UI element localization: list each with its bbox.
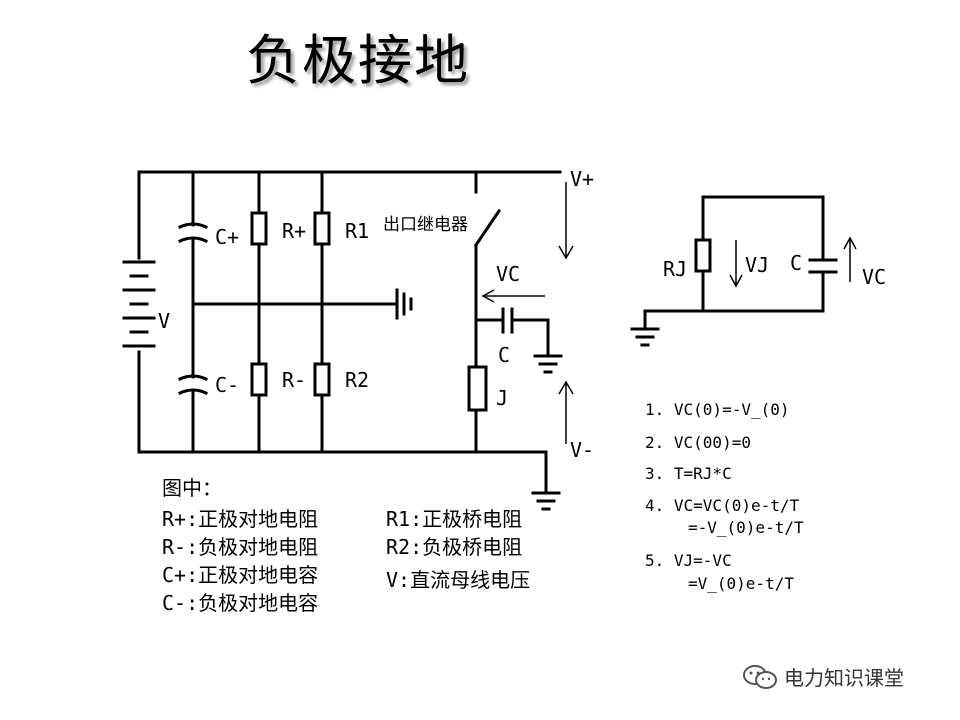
legend-item: R1:正极桥电阻 [386, 507, 522, 531]
bus-ground-icon [531, 491, 561, 511]
cplus-plate-top [178, 222, 208, 229]
vplus-arrow [558, 182, 574, 260]
rj-resistor [694, 238, 712, 273]
page-title: 负极接地 [246, 29, 470, 92]
battery-symbol [122, 260, 156, 348]
formula-line: =V_(0)e-t/T [688, 574, 794, 593]
cminus-plate-bottom [178, 388, 208, 395]
watermark: 电力知识课堂 [742, 662, 904, 691]
relay-label: 出口继电器 [383, 215, 468, 235]
legend-heading: 图中： [162, 476, 222, 500]
rminus-label: R- [282, 368, 306, 392]
legend-item: V:直流母线电压 [386, 568, 530, 592]
legend-item: R+:正极对地电阻 [162, 507, 318, 531]
rplus-resistor [250, 211, 268, 246]
legend: 图中： R+:正极对地电阻 R-:负极对地电阻 C+:正极对地电容 C-:负极对… [162, 476, 530, 615]
formula-line: 2. VC(00)=0 [645, 433, 751, 452]
legend-item: C-:负极对地电容 [162, 591, 318, 615]
equivalent-circuit [630, 195, 857, 347]
relay-switch [473, 208, 502, 248]
main-circuit [122, 170, 574, 511]
chat-bubble-icon [743, 664, 777, 689]
vc-label: VC [496, 262, 520, 286]
cminus-label: C- [215, 373, 239, 397]
formula-list: 1. VC(0)=-V_(0) 2. VC(00)=0 3. T=RJ*C 4.… [645, 400, 804, 593]
vminus-arrow [558, 380, 574, 444]
cplus-label: C+ [215, 225, 239, 249]
vplus-label: V+ [570, 167, 594, 191]
eq-vc-label: VC [862, 265, 886, 289]
formula-line: 1. VC(0)=-V_(0) [645, 400, 790, 419]
rplus-label: R+ [282, 219, 306, 243]
eq-c-label: C [790, 251, 802, 275]
eq-ground-icon [630, 327, 660, 347]
r2-resistor [313, 362, 331, 397]
legend-item: R2:负极桥电阻 [386, 535, 522, 559]
r2-label: R2 [345, 368, 369, 392]
relay-coil-j [467, 365, 488, 412]
rminus-resistor [250, 362, 268, 397]
capacitor-label: C [498, 343, 510, 367]
formula-line: =-V_(0)e-t/T [688, 518, 804, 537]
formula-line: 4. VC=VC(0)e-t/T [645, 496, 799, 515]
formula-line: 5. VJ=-VC [645, 551, 732, 570]
cap-ground-icon [533, 354, 563, 374]
rj-label: RJ [663, 257, 687, 281]
legend-item: R-:负极对地电阻 [162, 535, 318, 559]
eq-vc-arrow [843, 236, 857, 282]
vj-label: VJ [745, 253, 769, 277]
r1-resistor [313, 211, 331, 246]
watermark-text: 电力知识课堂 [784, 666, 904, 690]
formula-line: 3. T=RJ*C [645, 464, 732, 483]
vj-arrow [729, 240, 743, 288]
midpoint-ground-icon [395, 288, 413, 320]
relay-coil-label: J [496, 386, 508, 410]
vminus-label: V- [570, 438, 594, 462]
r1-label: R1 [345, 219, 369, 243]
cminus-plate-top [178, 374, 208, 381]
vc-arrow [481, 289, 545, 303]
battery-label: V [158, 309, 170, 333]
legend-item: C+:正极对地电容 [162, 563, 318, 587]
cplus-plate-bottom [178, 236, 208, 243]
